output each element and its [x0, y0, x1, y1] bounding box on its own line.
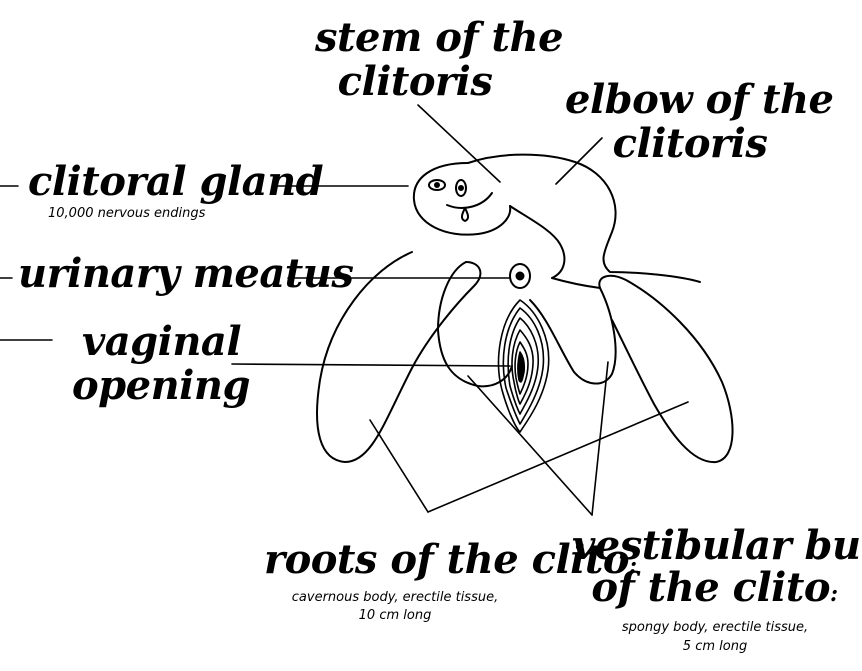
label-vaginal-line1: vaginal [82, 322, 241, 362]
gland-drop-icon [462, 208, 468, 221]
label-roots-note2: 10 cm long [250, 608, 540, 624]
clitoral-stem-inner [510, 206, 564, 278]
label-gland-note: 10,000 nervous endings [48, 206, 205, 222]
label-vaginal-line2: opening [72, 366, 250, 406]
clitoral-gland-outline [414, 163, 510, 235]
label-bulbs-note2: 5 cm long [580, 639, 850, 655]
label-bulbs-line1: vestibular bulbs [572, 526, 857, 566]
gland-smile-icon [447, 193, 492, 208]
bulbs-line2-text: of the clito [591, 564, 830, 611]
label-elbow-line1: elbow of the [565, 80, 815, 120]
label-clitoral-gland: clitoral gland [28, 162, 323, 202]
label-bulbs-note1: spongy body, erectile tissue, [580, 620, 850, 636]
label-stem-line1: stem of the [315, 18, 515, 58]
label-elbow-line2: clitoris [565, 124, 815, 164]
label-roots-note1: cavernous body, erectile tissue, [250, 590, 540, 606]
right-upper-contour [552, 278, 600, 288]
label-bulbs-line2: of the clito: [572, 568, 857, 608]
label-stem-line2: clitoris [315, 62, 515, 102]
label-urinary-meatus: urinary meatus [18, 254, 353, 294]
bulbs-colon: : [830, 581, 838, 607]
clitoral-stem-body [468, 155, 700, 282]
left-vestibular-bulb [438, 262, 512, 386]
right-root [599, 276, 732, 462]
